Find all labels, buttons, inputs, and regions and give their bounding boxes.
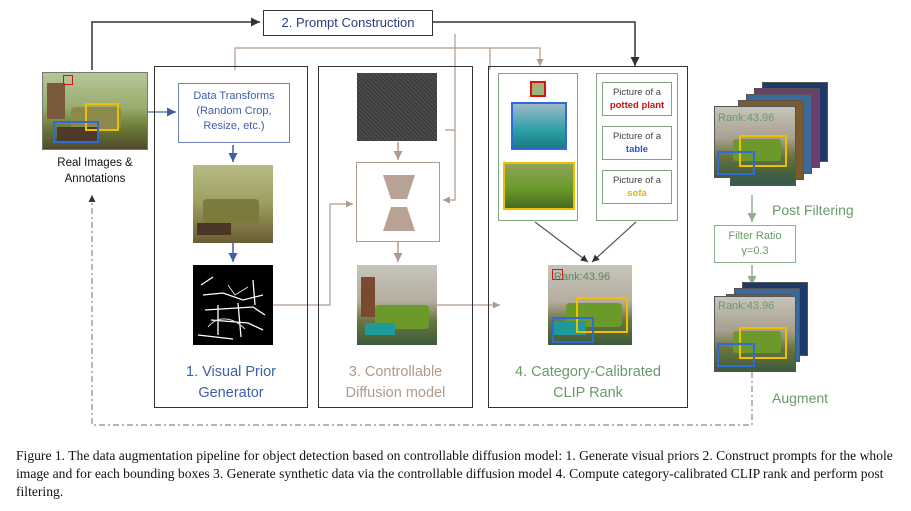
filter-ratio-line1: Filter Ratio	[728, 230, 782, 242]
stack-top-front-image	[714, 106, 796, 178]
stack-bottom-front-image	[714, 296, 796, 372]
prompt-construction-label: 2. Prompt Construction	[281, 15, 415, 30]
sofa-shape	[71, 107, 121, 129]
post-filtering-label: Post Filtering	[772, 202, 854, 218]
diffusion-title-line1: 3. Controllable	[348, 364, 443, 380]
edge-map-image	[193, 265, 273, 345]
prompt-object-table: table	[625, 144, 649, 155]
ranked-bbox-blue	[552, 317, 594, 343]
image-stack-top: Rank:43.96	[714, 82, 834, 186]
visual-prior-panel	[154, 66, 308, 408]
bbox-yellow	[85, 103, 119, 131]
crop-sofa-shape	[203, 199, 259, 223]
visual-prior-title-line1: 1. Visual Prior	[186, 364, 276, 380]
stack-bottom-rank-text: Rank:43.96	[718, 300, 775, 312]
transforms-line2: (Random Crop,	[196, 105, 272, 117]
clip-rank-title-line1: 4. Category-Calibrated	[515, 364, 661, 380]
ranked-rank-text: Rank:43.96	[554, 271, 611, 283]
prompt-prefix-3: Picture of a	[612, 175, 662, 186]
real-images-line2: Annotations	[64, 173, 126, 185]
diffusion-title-line2: Diffusion model	[345, 385, 446, 401]
output-table-shape	[365, 323, 395, 335]
prompt-object-potted-plant: potted plant	[609, 100, 665, 111]
filter-ratio-box: Filter Ratio γ=0.3	[714, 225, 796, 263]
transforms-line3: Resize, etc.)	[203, 120, 265, 132]
sofa-crop	[503, 162, 575, 210]
image-stack-bottom: Rank:43.96	[714, 282, 814, 372]
visual-prior-title-line2: Generator	[198, 385, 264, 401]
prompts-box: Picture of a potted plant Picture of a t…	[596, 73, 678, 221]
prompt-object-sofa: sofa	[627, 188, 647, 199]
transforms-line1: Data Transforms	[193, 90, 275, 102]
clip-rank-panel	[488, 66, 688, 408]
filter-ratio-line2: γ=0.3	[741, 245, 769, 257]
diffusion-title: 3. Controllable Diffusion model	[318, 362, 473, 404]
table-crop	[511, 102, 567, 150]
real-images-line1: Real Images &	[57, 157, 133, 169]
visual-prior-title: 1. Visual Prior Generator	[154, 362, 308, 404]
clip-rank-title-line2: CLIP Rank	[553, 385, 623, 401]
connector-lines	[88, 17, 757, 426]
ranked-bbox-yellow	[576, 297, 628, 333]
augment-label: Augment	[772, 390, 829, 406]
bbox-blue	[53, 121, 99, 143]
figure-caption: Figure 1. The data augmentation pipeline…	[16, 448, 893, 499]
diffusion-panel	[318, 66, 473, 408]
real-image	[42, 72, 148, 150]
diffusion-output-image	[357, 265, 437, 345]
data-transforms-box: Data Transforms (Random Crop, Resize, et…	[178, 83, 290, 143]
prompt-table: Picture of a table	[602, 126, 672, 160]
ranked-image: Rank:43.96	[548, 265, 632, 345]
prompt-potted-plant: Picture of a potted plant	[602, 82, 672, 116]
stack-top-rank-text: Rank:43.96	[718, 112, 775, 124]
prompt-sofa: Picture of a sofa	[602, 170, 672, 204]
ranked-bbox-red	[552, 269, 563, 280]
edge-lines	[197, 276, 266, 340]
crop-table-shape	[197, 223, 231, 235]
prompt-construction-box: 2. Prompt Construction	[263, 10, 433, 36]
crops-box	[498, 73, 578, 221]
encoder-decoder-icon	[383, 175, 415, 231]
real-images-label: Real Images & Annotations	[40, 155, 150, 187]
cropped-image	[193, 165, 273, 243]
noise-image	[357, 73, 437, 141]
output-shelf-shape	[361, 277, 375, 317]
prompt-prefix-1: Picture of a	[612, 87, 662, 98]
diffusion-model-box	[356, 162, 440, 242]
clip-rank-title: 4. Category-Calibrated CLIP Rank	[488, 362, 688, 404]
bbox-red	[63, 75, 73, 85]
prompt-prefix-2: Picture of a	[612, 131, 662, 142]
potted-plant-crop	[530, 81, 546, 97]
shelf-shape	[47, 83, 65, 119]
